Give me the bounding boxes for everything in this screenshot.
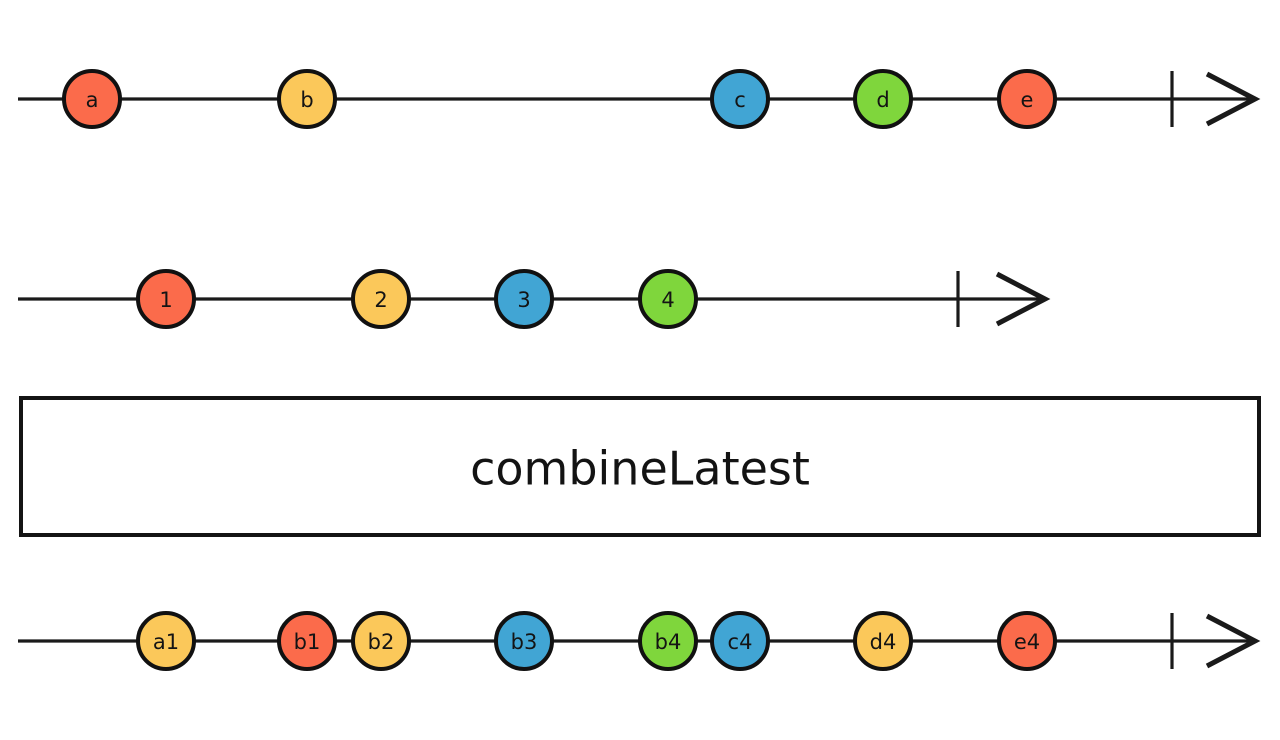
- marble-circle-b2[interactable]: [351, 611, 411, 671]
- marble-c[interactable]: c: [710, 69, 770, 129]
- marble-label-c: c: [734, 88, 746, 112]
- result-stream-arrow-icon: [1205, 613, 1261, 669]
- result-stream: a1 b1 b2 b3 b4 c4 d4 e4: [18, 611, 1261, 671]
- marble-circle-d[interactable]: [853, 69, 913, 129]
- marble-4[interactable]: 4: [638, 269, 698, 329]
- marble-label-b2: b2: [368, 630, 395, 654]
- marble-label-3: 3: [517, 288, 530, 312]
- marble-a[interactable]: a: [62, 69, 122, 129]
- marble-circle-2[interactable]: [351, 269, 411, 329]
- marble-circle-b[interactable]: [277, 69, 337, 129]
- marble-circle-a[interactable]: [62, 69, 122, 129]
- marble-circle-e[interactable]: [997, 69, 1057, 129]
- marble-label-d: d: [876, 88, 889, 112]
- marble-circle-4[interactable]: [638, 269, 698, 329]
- marble-1[interactable]: 1: [136, 269, 196, 329]
- marble-e[interactable]: e: [997, 69, 1057, 129]
- marble-label-b: b: [300, 88, 313, 112]
- marble-label-c4: c4: [728, 630, 753, 654]
- marble-circle-d4[interactable]: [853, 611, 913, 671]
- marble-circle-b3[interactable]: [494, 611, 554, 671]
- source-stream-2: 1 2 3 4: [18, 269, 1051, 329]
- marble-d4[interactable]: d4: [853, 611, 913, 671]
- marble-label-4: 4: [661, 288, 674, 312]
- marble-circle-e4[interactable]: [997, 611, 1057, 671]
- marble-circle-b4[interactable]: [638, 611, 698, 671]
- operator-layer: combineLatest: [19, 396, 1261, 537]
- source-stream-1-arrow-icon: [1205, 71, 1261, 127]
- marble-b4[interactable]: b4: [638, 611, 698, 671]
- marble-b2[interactable]: b2: [351, 611, 411, 671]
- marble-b3[interactable]: b3: [494, 611, 554, 671]
- marble-a1[interactable]: a1: [136, 611, 196, 671]
- operator-box: [19, 396, 1261, 537]
- marble-c4[interactable]: c4: [710, 611, 770, 671]
- marble-label-2: 2: [374, 288, 387, 312]
- marble-b[interactable]: b: [277, 69, 337, 129]
- marble-b1[interactable]: b1: [277, 611, 337, 671]
- marble-label-a1: a1: [153, 630, 179, 654]
- marble-label-e4: e4: [1014, 630, 1040, 654]
- marble-3[interactable]: 3: [494, 269, 554, 329]
- marble-2[interactable]: 2: [351, 269, 411, 329]
- marble-circle-1[interactable]: [136, 269, 196, 329]
- marble-label-b4: b4: [655, 630, 682, 654]
- marble-circle-c[interactable]: [710, 69, 770, 129]
- operator-label: combineLatest: [470, 442, 810, 496]
- marble-label-1: 1: [159, 288, 172, 312]
- marble-label-a: a: [86, 88, 99, 112]
- marble-label-b1: b1: [294, 630, 321, 654]
- marble-circle-a1[interactable]: [136, 611, 196, 671]
- streams-layer: a b c d e 1 2 3 4 a1 b1 b2 b3 b4 c4 d4 e4: [18, 69, 1261, 671]
- source-stream-2-arrow-icon: [995, 271, 1051, 327]
- marble-label-e: e: [1021, 88, 1034, 112]
- marble-e4[interactable]: e4: [997, 611, 1057, 671]
- marble-circle-b1[interactable]: [277, 611, 337, 671]
- marble-circle-3[interactable]: [494, 269, 554, 329]
- marble-label-b3: b3: [511, 630, 538, 654]
- marble-circle-c4[interactable]: [710, 611, 770, 671]
- marble-d[interactable]: d: [853, 69, 913, 129]
- source-stream-1: a b c d e: [18, 69, 1261, 129]
- marble-label-d4: d4: [870, 630, 897, 654]
